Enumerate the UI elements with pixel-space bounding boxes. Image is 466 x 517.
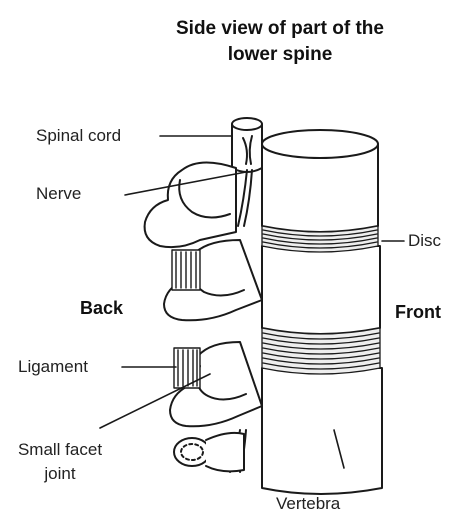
spinal-cord-shape — [232, 118, 262, 172]
label-small-facet-joint-line2: joint — [8, 464, 112, 484]
label-nerve: Nerve — [36, 184, 81, 204]
label-vertebra: Vertebra — [276, 494, 340, 514]
vertebral-bodies-shape — [262, 130, 382, 494]
label-ligament: Ligament — [18, 357, 88, 377]
label-small-facet-joint-line1: Small facet — [8, 440, 112, 460]
label-front: Front — [395, 301, 441, 323]
label-spinal-cord: Spinal cord — [36, 126, 121, 146]
posterior-column-shape — [145, 162, 262, 471]
label-disc: Disc — [408, 231, 441, 251]
label-back: Back — [80, 297, 123, 319]
